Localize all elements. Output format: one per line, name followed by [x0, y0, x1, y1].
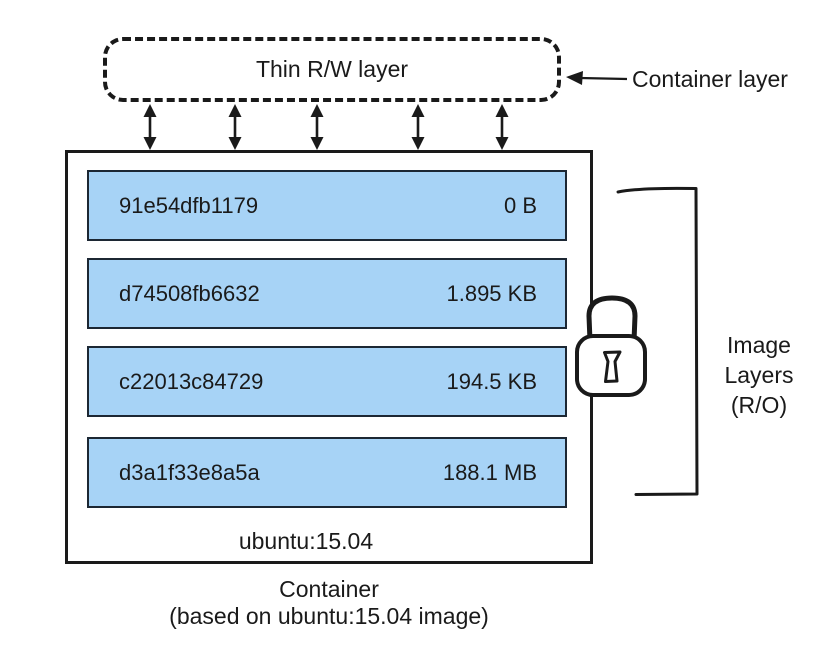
caption-line: Container: [279, 576, 379, 602]
image-layer-row: 91e54dfb1179 0 B: [87, 170, 567, 241]
bidirectional-arrows: [143, 104, 509, 150]
image-layers-ro-label: Image Layers (R/O): [700, 330, 815, 420]
layer-id: d3a1f33e8a5a: [119, 459, 260, 485]
layer-id: d74508fb6632: [119, 280, 260, 306]
bidirectional-arrow: [310, 104, 324, 150]
layer-id: 91e54dfb1179: [119, 192, 259, 218]
layer-size: 0 B: [503, 192, 537, 218]
bidirectional-arrow: [143, 104, 157, 150]
thin-rw-layer-label: Thin R/W layer: [255, 56, 409, 82]
caption-line: (based on ubuntu:15.04 image): [169, 603, 489, 629]
image-layers-ro-line: (R/O): [730, 392, 788, 418]
layer-id: c22013c84729: [119, 368, 264, 394]
container-layer-annotation: Container layer: [632, 66, 788, 92]
pointer-arrow: [566, 71, 628, 85]
container-caption: Container (based on ubuntu:15.04 image): [65, 576, 593, 630]
image-layer-row: c22013c84729 194.5 KB: [87, 346, 567, 417]
container-box: 91e54dfb1179 0 B d74508fb6632 1.895 KB c…: [65, 150, 593, 564]
base-image-label: ubuntu:15.04: [238, 528, 374, 554]
image-layer-row: d74508fb6632 1.895 KB: [87, 258, 567, 329]
thin-rw-layer-box: Thin R/W layer: [103, 37, 561, 102]
image-layers-ro-line: Image: [727, 332, 791, 358]
bidirectional-arrow: [228, 104, 242, 150]
image-layers-bracket: [616, 186, 699, 496]
bidirectional-arrow: [411, 104, 425, 150]
layer-size: 188.1 MB: [442, 459, 537, 485]
layer-size: 1.895 KB: [446, 280, 537, 306]
image-layers-ro-line: Layers: [724, 362, 794, 388]
image-layer-row: d3a1f33e8a5a 188.1 MB: [87, 437, 567, 508]
bidirectional-arrow: [495, 104, 509, 150]
layer-size: 194.5 KB: [446, 368, 537, 394]
